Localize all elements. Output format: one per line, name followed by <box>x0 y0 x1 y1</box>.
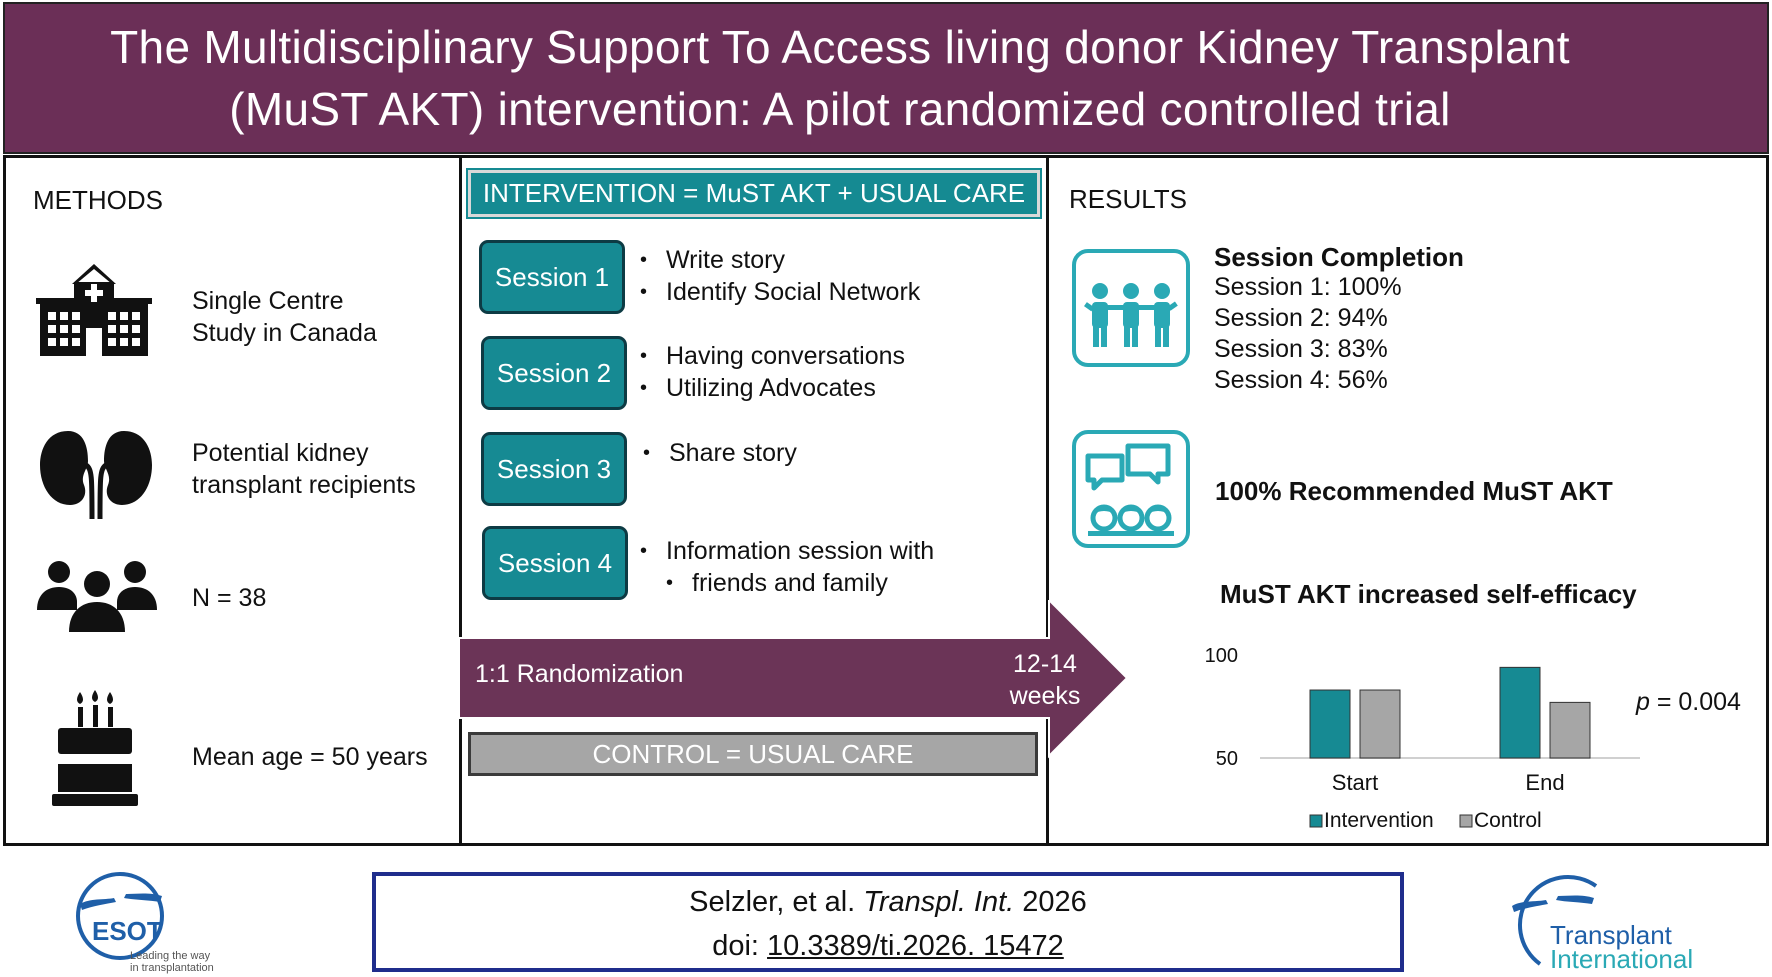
x-tick-label: Start <box>1332 770 1378 795</box>
bullet-item: Write story <box>640 244 920 276</box>
intervention-header: INTERVENTION = MuST AKT + USUAL CARE <box>466 168 1042 219</box>
citation-doi: doi: 10.3389/ti.2026. 15472 <box>376 926 1400 966</box>
citation-box: Selzler, et al. Transpl. Int. 2026 doi: … <box>372 872 1404 972</box>
randomization-label: 1:1 Randomization <box>475 660 684 688</box>
randomization-arrow <box>459 600 1129 759</box>
bullet-item: friends and family <box>640 567 934 599</box>
legend-swatch-intervention <box>1309 814 1323 828</box>
title-banner <box>3 2 1769 154</box>
method-population-line1: Potential kidney <box>192 439 369 467</box>
doi-prefix: doi: <box>712 930 768 962</box>
duration-unit: weeks <box>1009 682 1081 710</box>
completion-title: Session Completion <box>1214 242 1464 272</box>
completion-line: Session 1: 100% <box>1214 273 1402 301</box>
duration-value: 12-14 <box>1013 650 1077 678</box>
page-title: The Multidisciplinary Support To Access … <box>0 16 1680 140</box>
citation-year: 2026 <box>1014 886 1087 918</box>
chart-title: MuST AKT increased self-efficacy <box>1220 579 1637 609</box>
y-tick-label: 100 <box>1205 645 1238 667</box>
method-population: Potential kidney transplant recipients <box>192 437 416 501</box>
method-setting: Single Centre Study in Canada <box>192 285 377 349</box>
completion-list: Session 1: 100% Session 2: 94% Session 3… <box>1214 272 1402 396</box>
session-3-bullets: Share story <box>643 437 797 469</box>
citation-journal: Transpl. Int. <box>863 886 1015 918</box>
kidney-icon <box>38 425 154 520</box>
y-tick-label: 50 <box>1216 748 1238 770</box>
methods-heading: METHODS <box>33 185 163 215</box>
session-1-box: Session 1 <box>479 240 625 314</box>
legend-label-intervention: Intervention <box>1324 809 1434 832</box>
duration-label: 12-14 weeks <box>990 648 1100 712</box>
ti-logo-line-1: Transplant <box>1550 920 1673 950</box>
p-value-symbol: p <box>1636 688 1650 716</box>
legend-swatch-control <box>1459 814 1473 828</box>
bar-control-end <box>1549 701 1591 759</box>
bar-control-start <box>1359 689 1401 759</box>
group-conversation-icon <box>1072 430 1190 548</box>
completion-line: Session 4: 56% <box>1214 366 1388 394</box>
hospital-icon <box>36 262 152 358</box>
esot-logo-name: ESOT <box>92 916 163 946</box>
ti-logo-line-2: International <box>1550 944 1693 974</box>
session-4-bullets: Information session with friends and fam… <box>640 535 934 599</box>
bullet-item: Information session with <box>640 535 934 567</box>
recommended-result: 100% Recommended MuST AKT <box>1215 476 1613 506</box>
title-line-1: The Multidisciplinary Support To Access … <box>110 21 1570 73</box>
method-mean-age: Mean age = 50 years <box>192 743 428 771</box>
session-4-box: Session 4 <box>482 526 628 600</box>
people-holding-hands-icon <box>1072 249 1190 367</box>
results-heading: RESULTS <box>1069 184 1187 214</box>
control-box: CONTROL = USUAL CARE <box>468 732 1038 776</box>
bullet-item: Utilizing Advocates <box>640 372 905 404</box>
title-line-2: (MuST AKT) intervention: A pilot randomi… <box>229 83 1451 135</box>
birthday-cake-icon <box>52 690 138 808</box>
method-setting-line1: Single Centre <box>192 287 344 315</box>
legend-label-control: Control <box>1474 809 1542 832</box>
transplant-international-logo: Transplant International <box>1500 872 1720 974</box>
method-setting-line2: Study in Canada <box>192 319 377 347</box>
esot-logo: ESOT Leading the way in transplantation <box>70 868 240 974</box>
session-2-box: Session 2 <box>481 336 627 410</box>
doi-link[interactable]: 10.3389/ti.2026. 15472 <box>767 930 1064 962</box>
bullet-item: Share story <box>643 437 797 469</box>
bullet-item: Identify Social Network <box>640 276 920 308</box>
citation-reference: Selzler, et al. Transpl. Int. 2026 <box>376 882 1400 922</box>
esot-logo-tagline-1: Leading the way <box>130 950 211 962</box>
bullet-item: Having conversations <box>640 340 905 372</box>
people-group-icon <box>37 558 157 632</box>
bar-intervention-start <box>1309 689 1351 759</box>
citation-authors: Selzler, et al. <box>689 886 864 918</box>
p-value: p = 0.004 <box>1636 688 1741 717</box>
esot-logo-tagline-2: in transplantation <box>130 962 214 974</box>
bar-intervention-end <box>1499 666 1541 759</box>
completion-line: Session 2: 94% <box>1214 304 1388 332</box>
method-population-line2: transplant recipients <box>192 471 416 499</box>
session-1-bullets: Write story Identify Social Network <box>640 244 920 308</box>
session-2-bullets: Having conversations Utilizing Advocates <box>640 340 905 404</box>
completion-line: Session 3: 83% <box>1214 335 1388 363</box>
x-tick-label: End <box>1525 770 1564 795</box>
method-sample-size: N = 38 <box>192 584 267 612</box>
p-value-text: = 0.004 <box>1649 688 1741 716</box>
session-3-box: Session 3 <box>481 432 627 506</box>
